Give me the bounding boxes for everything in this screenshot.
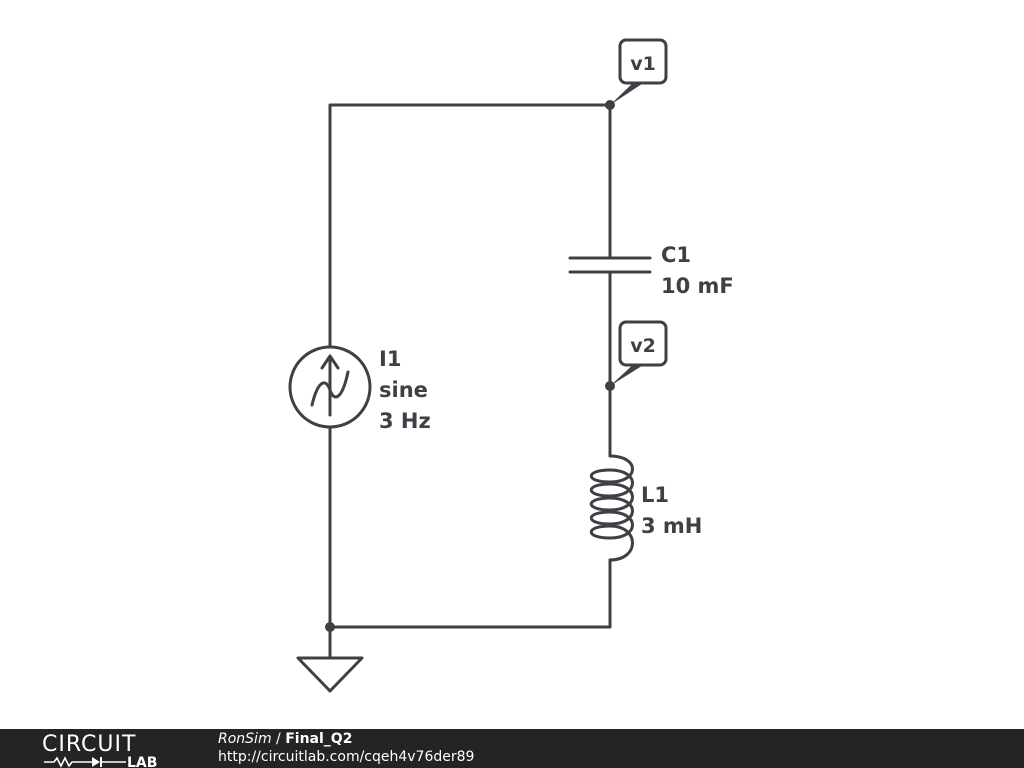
capacitor-symbol[interactable] (568, 256, 652, 274)
wire-top-left (328, 103, 612, 349)
current-source-symbol[interactable] (288, 345, 372, 429)
resistor-glyph-icon (44, 756, 92, 768)
probe-v1[interactable]: v1 (610, 38, 668, 105)
source-type-label: sine (379, 378, 428, 402)
capacitor-value-label: 10 mF (661, 274, 734, 298)
svg-text:LAB: LAB (127, 755, 157, 768)
footer-meta: RonSim / Final_Q2 http://circuitlab.com/… (218, 730, 474, 766)
circuitlab-logo[interactable]: CIRCUIT LAB (42, 730, 182, 768)
footer-user-link[interactable]: RonSim (218, 731, 272, 747)
inductor-symbol[interactable] (589, 454, 634, 562)
source-name-label: I1 (379, 347, 401, 371)
footer-breadcrumb: RonSim / Final_Q2 (218, 730, 474, 748)
wire-bottom (328, 558, 612, 629)
ground-symbol[interactable] (296, 656, 364, 693)
probe-v2[interactable]: v2 (610, 320, 668, 386)
diode-glyph-icon (92, 757, 100, 767)
node-dot-ground (325, 622, 335, 632)
svg-text:CIRCUIT: CIRCUIT (42, 732, 136, 757)
footer-url[interactable]: http://circuitlab.com/cqeh4v76der89 (218, 749, 475, 765)
probe-v2-label: v2 (630, 335, 656, 357)
capacitor-name-label: C1 (661, 243, 691, 267)
footer-separator: / (271, 731, 286, 747)
source-freq-label: 3 Hz (379, 409, 431, 433)
inductor-name-label: L1 (641, 483, 669, 507)
footer-bar: CIRCUIT LAB RonSim / Final_Q2 http://cir… (0, 729, 1024, 768)
probe-v1-label: v1 (630, 53, 656, 75)
inductor-value-label: 3 mH (641, 514, 702, 538)
footer-circuit-title[interactable]: Final_Q2 (285, 731, 353, 747)
